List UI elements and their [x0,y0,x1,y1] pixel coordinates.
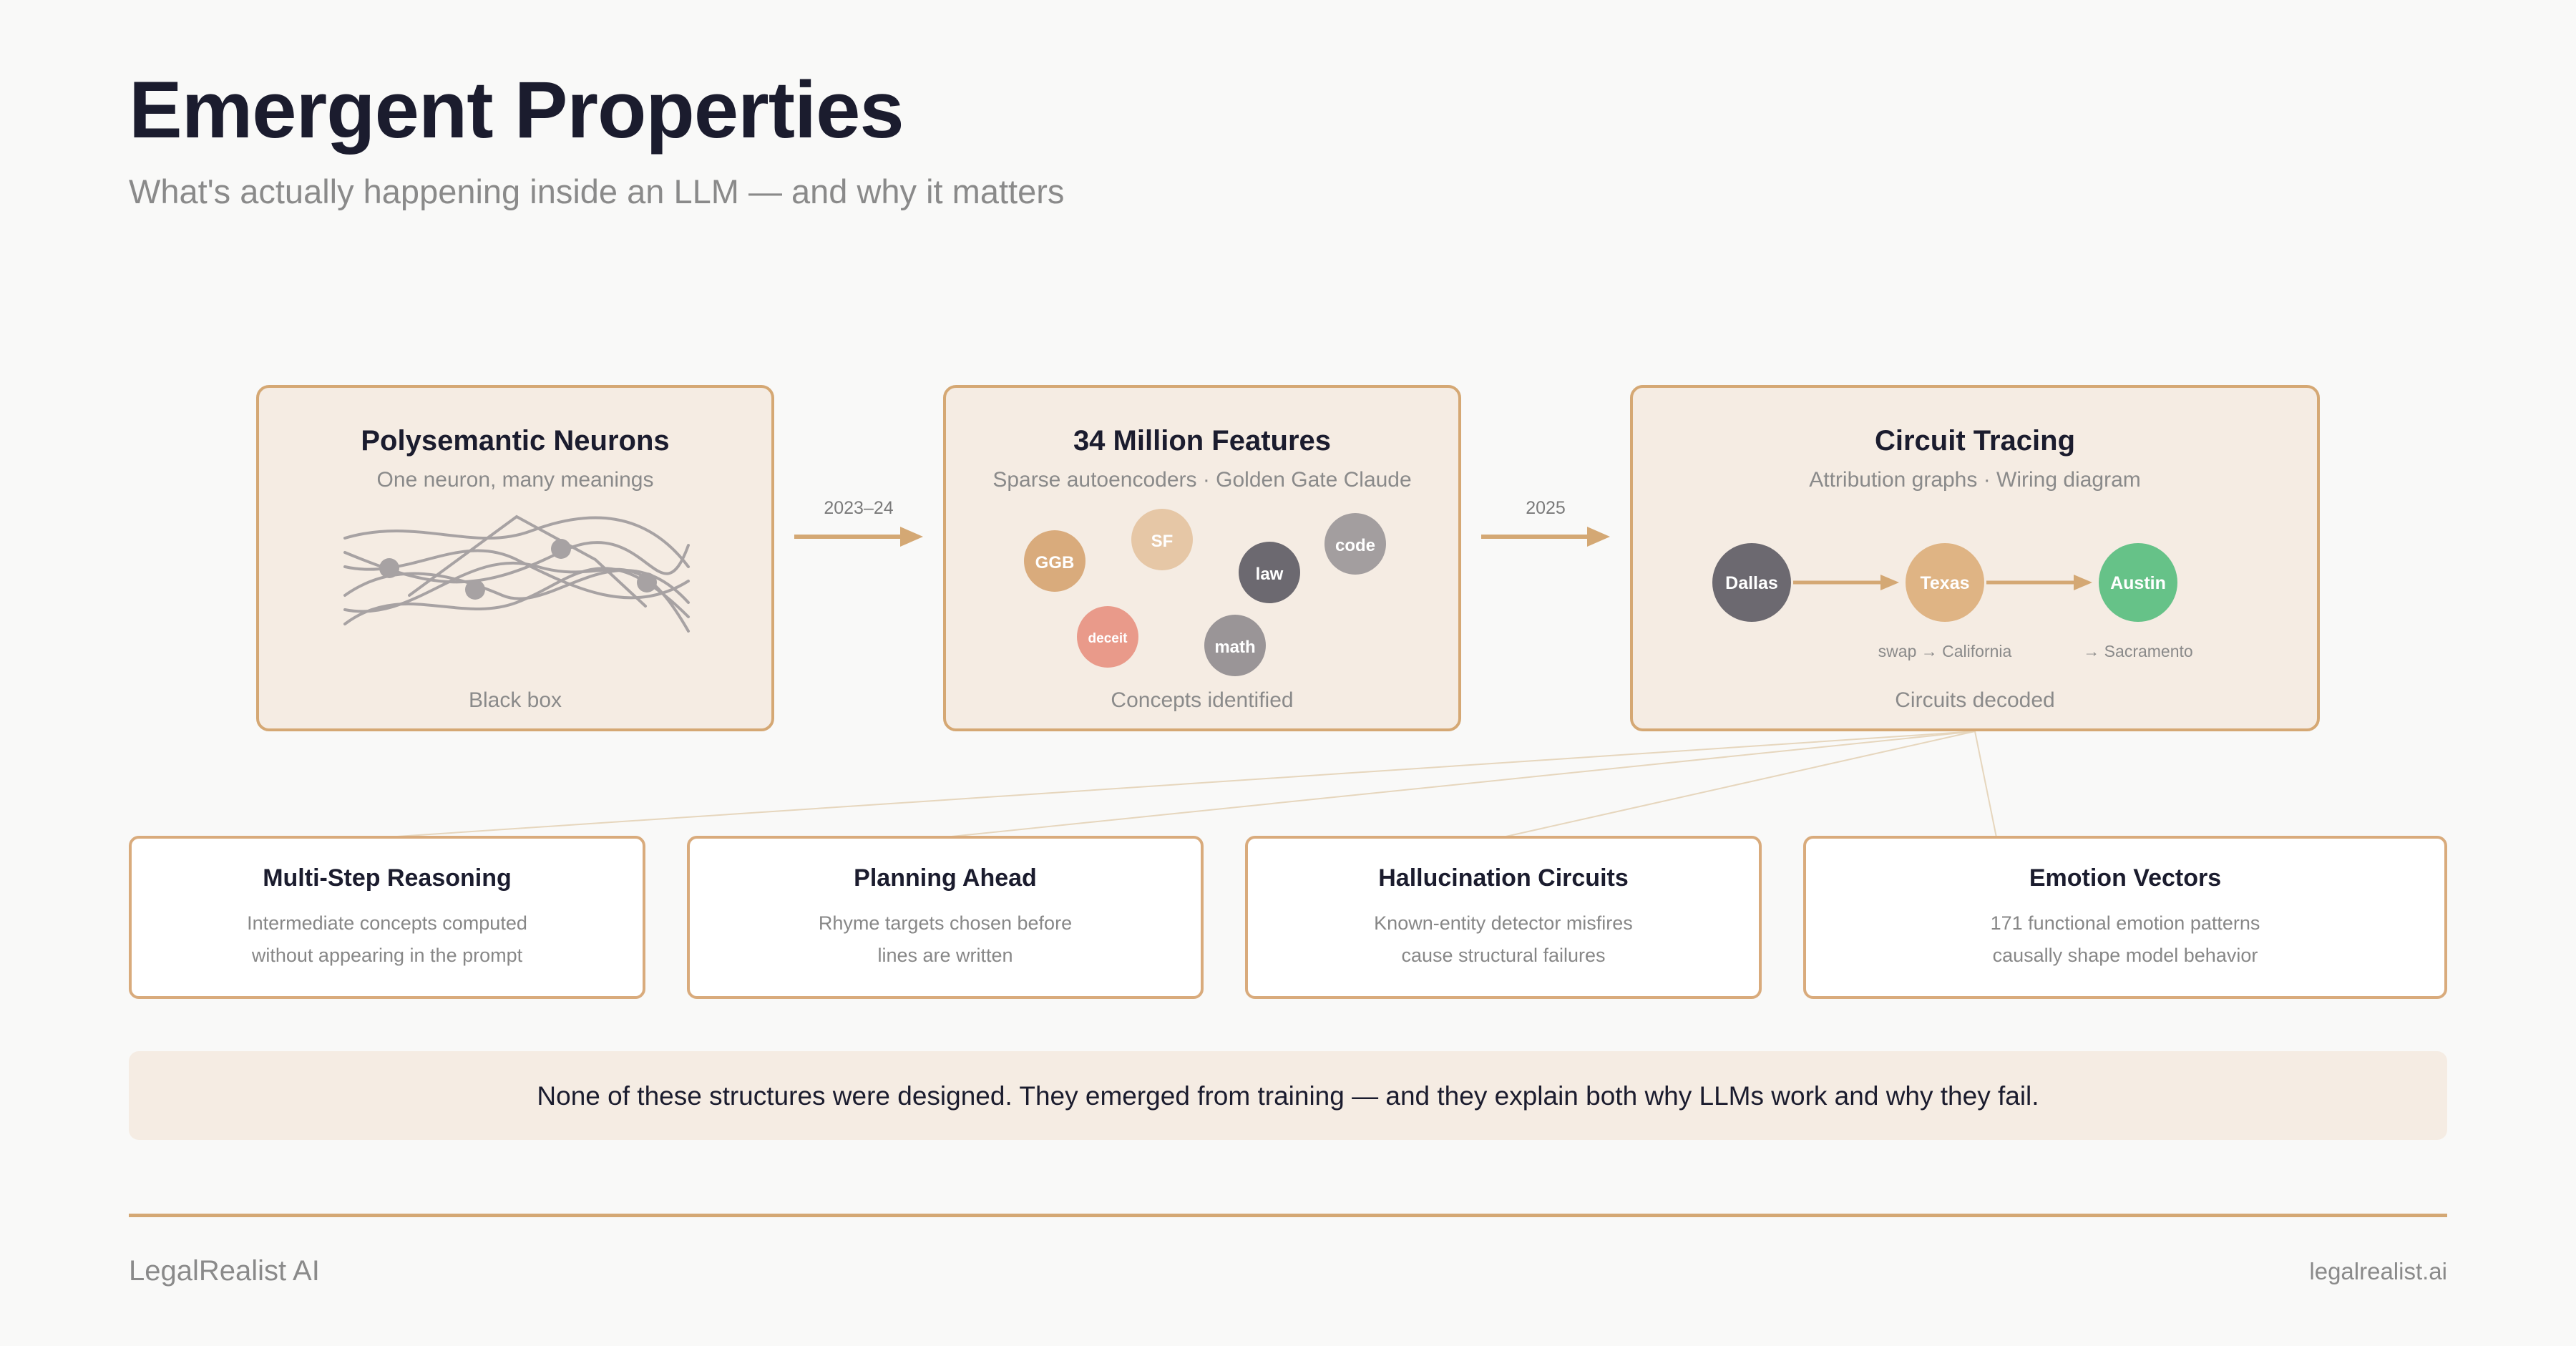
card-hallucination-circuits: Hallucination Circuits Known-entity dete… [1245,836,1762,999]
stage-subtitle: Attribution graphs · Wiring diagram [1809,468,2141,492]
stage-footer: Circuits decoded [1895,688,2055,712]
svg-text:code: code [1335,536,1375,555]
footer-divider [129,1214,2447,1217]
website-link[interactable]: legalrealist.ai [2309,1258,2447,1284]
circuit-node-austin: Austin [2099,543,2177,622]
svg-text:Austin: Austin [2110,573,2166,593]
stage-polysemantic-neurons: Polysemantic Neurons One neuron, many me… [256,385,774,731]
circuit-annotation: → Sacramento [2083,642,2192,660]
svg-text:deceit: deceit [1088,631,1128,646]
connector-line [1974,731,1997,838]
brand-name: LegalRealist AI [129,1255,320,1287]
feature-bubble: deceit [1077,606,1138,668]
summary-text: None of these structures were designed. … [537,1081,2039,1111]
stage-subtitle: Sparse autoencoders · Golden Gate Claude [992,468,1412,492]
card-planning-ahead: Planning Ahead Rhyme targets chosen befo… [687,836,1204,999]
page-title: Emergent Properties [129,65,904,155]
stage-subtitle: One neuron, many meanings [376,468,654,492]
card-title: Multi-Step Reasoning [263,864,512,892]
svg-text:math: math [1214,638,1255,657]
circuit-graph: Dallas Texas Austin swap → California → … [1712,543,2193,660]
svg-text:Texas: Texas [1920,573,1969,593]
stage-34-million-features: 34 Million Features Sparse autoencoders … [943,385,1461,731]
circuit-annotation: swap → California [1878,642,2012,660]
stage-title: 34 Million Features [1073,425,1332,457]
arrow-right-icon [794,527,923,547]
connector-line [1502,731,1976,838]
feature-bubble: math [1204,615,1266,676]
neuron-node [637,572,657,592]
circuit-edge [1986,575,2092,590]
arrow-right-icon [1481,527,1610,547]
stage-title: Circuit Tracing [1874,425,2076,457]
feature-bubble: law [1239,542,1300,603]
card-title: Planning Ahead [854,864,1037,892]
svg-text:Dallas: Dallas [1725,573,1778,593]
card-title: Hallucination Circuits [1378,864,1629,892]
stage-footer: Black box [468,688,562,712]
neuron-node [379,558,399,578]
neuron-node [551,539,571,559]
feature-cloud: GGB SF law code deceit math [1024,509,1386,676]
tangled-neuron-lines [343,514,690,633]
transition-label: 2025 [1526,498,1566,518]
card-emotion-vectors: Emotion Vectors 171 functional emotion p… [1803,836,2447,999]
transition-label: 2023–24 [824,498,894,518]
card-title: Emotion Vectors [2029,864,2222,892]
feature-bubble: SF [1131,509,1193,570]
feature-bubble: code [1324,513,1386,575]
svg-text:SF: SF [1151,532,1174,551]
stage-circuit-tracing: Circuit Tracing Attribution graphs · Wir… [1630,385,2320,731]
connector-line [944,731,1976,838]
circuit-edge [1793,575,1899,590]
stage-title: Polysemantic Neurons [361,425,670,457]
card-multi-step-reasoning: Multi-Step Reasoning Intermediate concep… [129,836,645,999]
feature-bubble: GGB [1024,530,1085,592]
stage-footer: Concepts identified [1111,688,1294,712]
circuit-node-texas: Texas [1906,543,1984,622]
svg-text:law: law [1256,565,1284,584]
neuron-node [465,580,485,600]
svg-text:GGB: GGB [1035,553,1075,572]
summary-banner: None of these structures were designed. … [129,1051,2447,1140]
page-subtitle: What's actually happening inside an LLM … [129,172,1065,210]
circuit-node-dallas: Dallas [1712,543,1791,622]
connector-line [386,731,1976,838]
